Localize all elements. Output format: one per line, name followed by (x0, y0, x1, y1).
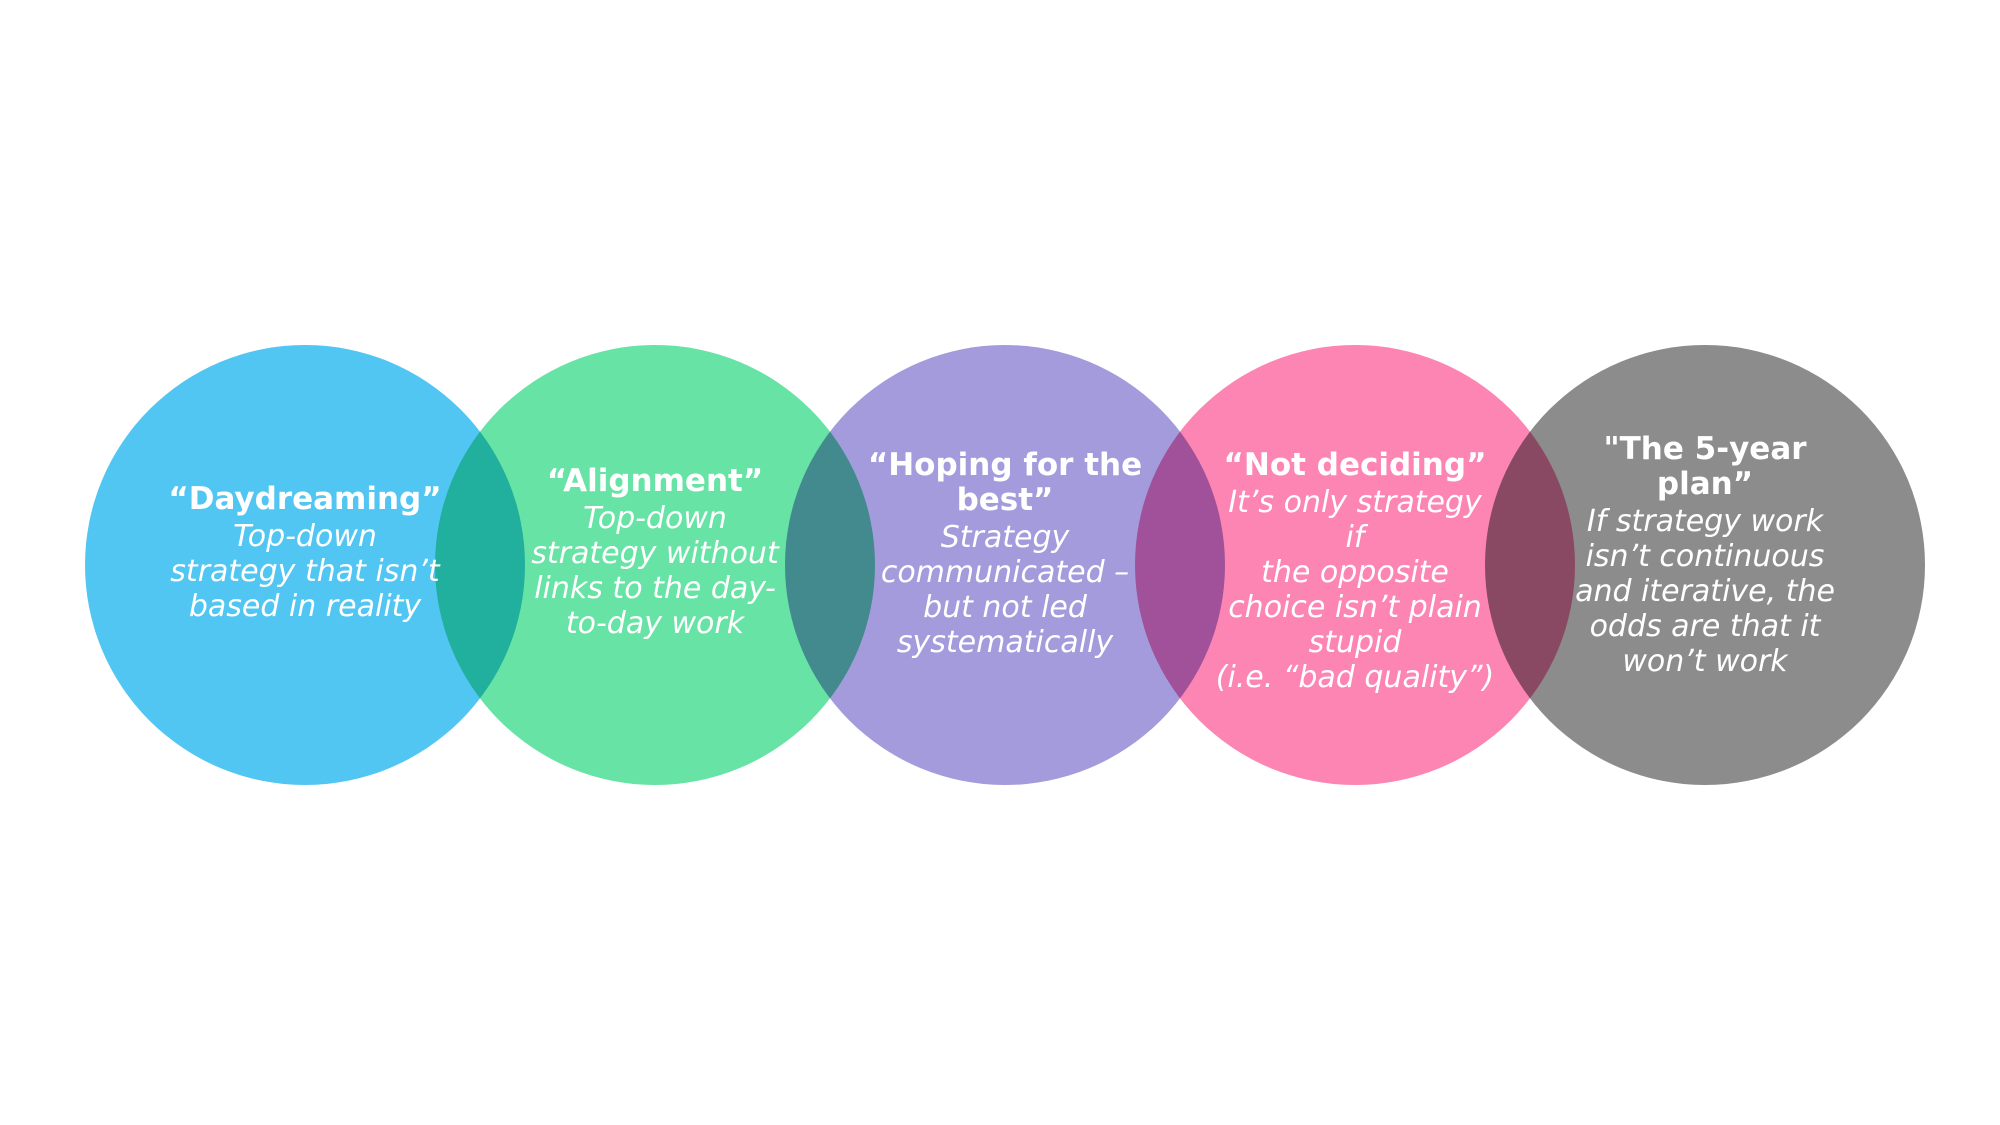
label-not-deciding: “Not deciding” It’s only strategy if the… (1215, 447, 1495, 696)
label-daydreaming: “Daydreaming” Top-down strategy that isn… (165, 481, 445, 625)
circle-description: Top-down strategy that isn’t based in re… (170, 519, 440, 624)
circle-title: “Not deciding” (1223, 447, 1487, 483)
label-alignment: “Alignment” Top-down strategy without li… (515, 463, 795, 642)
label-five-year-plan: "The 5-year plan” If strategy work isn’t… (1565, 431, 1845, 680)
circle-description: If strategy work isn’t continuous and it… (1575, 504, 1835, 679)
circle-description: Top-down strategy without links to the d… (531, 501, 779, 641)
circle-title: “Daydreaming” (168, 481, 442, 517)
circle-description: It’s only strategy if the opposite choic… (1215, 485, 1495, 695)
circle-five-year-plan (1485, 345, 1925, 785)
circle-title: "The 5-year plan” (1603, 431, 1807, 502)
circle-title: “Hoping for the best” (867, 447, 1143, 518)
circle-title: “Alignment” (546, 463, 764, 499)
circle-description: Strategy communicated – but not led syst… (880, 520, 1130, 660)
label-hoping-for-the-best: “Hoping for the best” Strategy communica… (865, 447, 1145, 661)
